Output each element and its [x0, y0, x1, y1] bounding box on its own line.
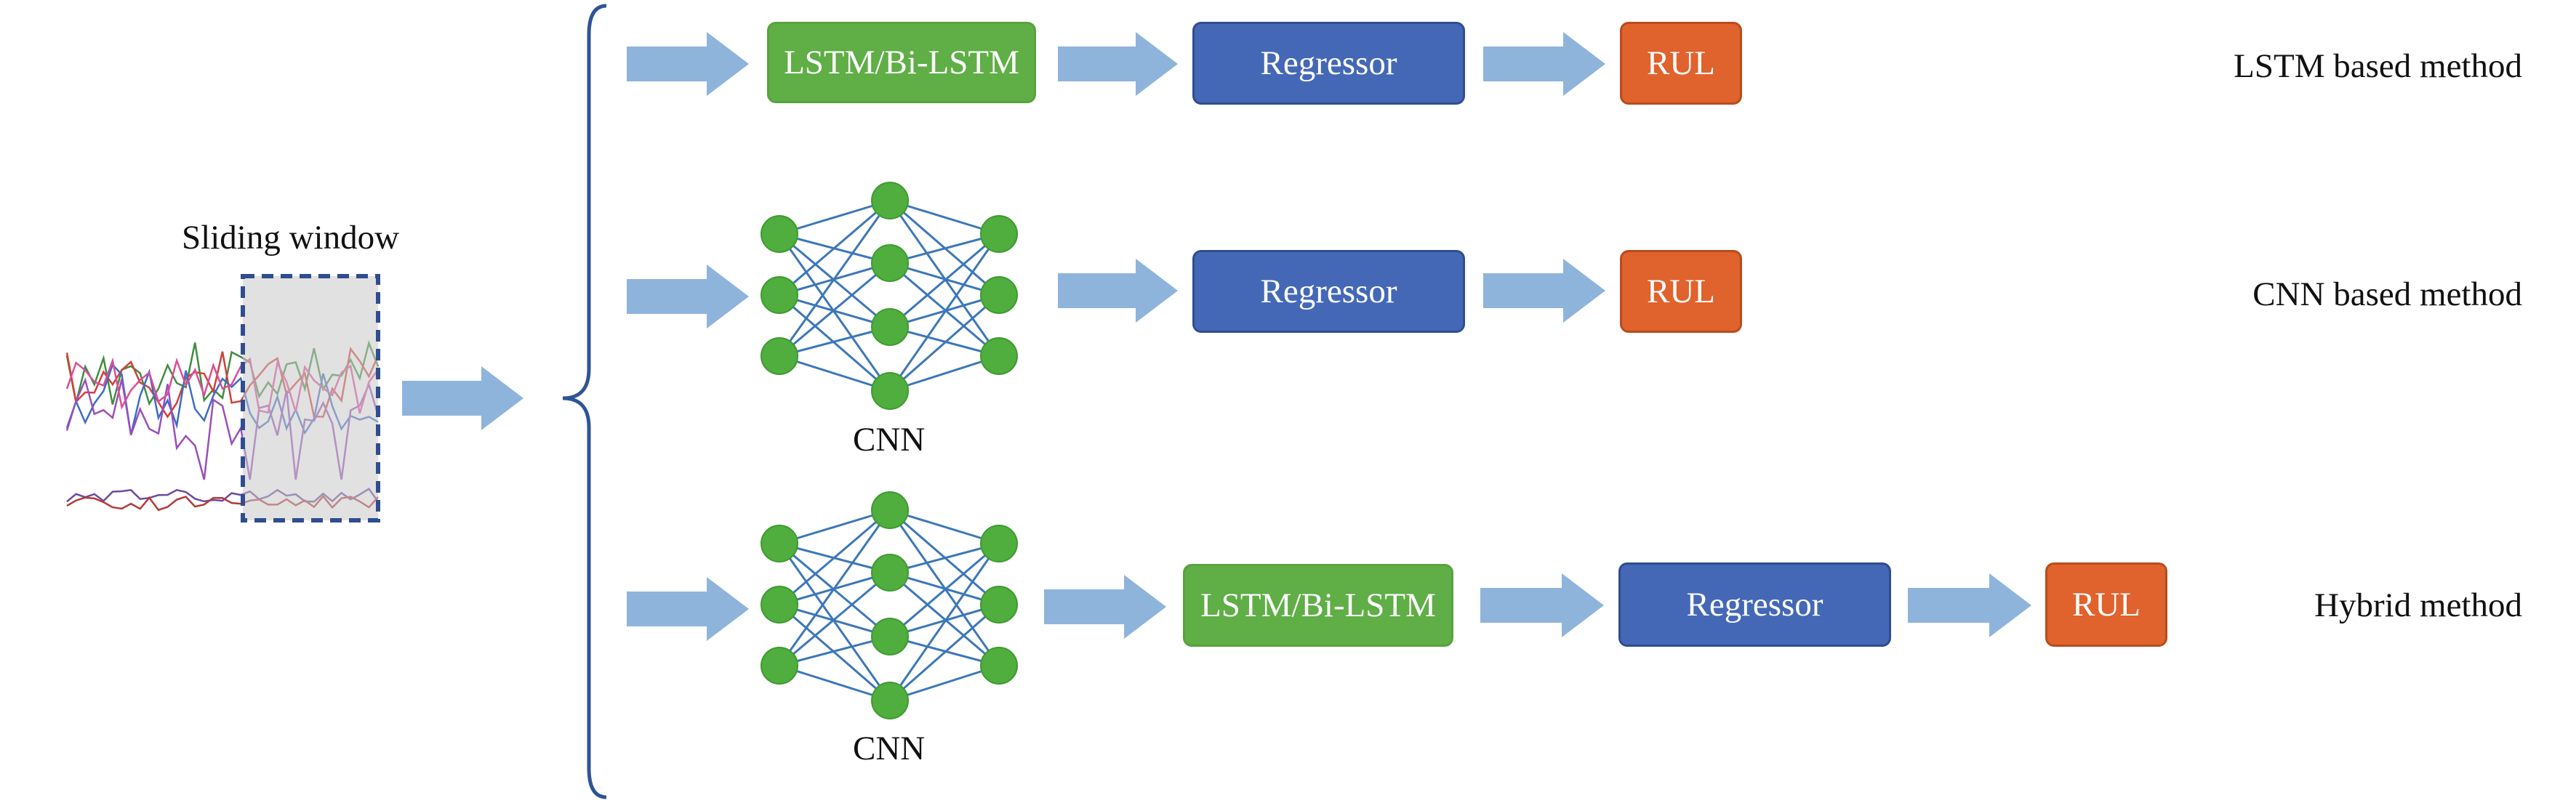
cnn-node	[871, 682, 909, 719]
cnn-node	[980, 525, 1018, 562]
row3-cnn-icon	[761, 491, 1018, 719]
cnn-node	[761, 215, 798, 253]
cnn-edge	[889, 355, 1000, 392]
cnn-edge	[779, 603, 891, 702]
sliding-window-box	[241, 274, 380, 522]
row2-method-label: CNN based method	[2252, 275, 2522, 313]
row2-cnn-icon	[761, 182, 1018, 410]
row1-arrow-in	[627, 32, 749, 96]
cnn-edge	[779, 509, 891, 545]
cnn-edge	[778, 233, 891, 392]
cnn-edge	[889, 294, 1000, 392]
cnn-node	[871, 618, 909, 655]
cnn-edge	[779, 294, 891, 328]
cnn-edge	[778, 543, 891, 701]
cnn-node	[980, 586, 1018, 624]
row2-arrow-in	[627, 265, 749, 328]
cnn-node	[871, 491, 909, 529]
sliding-window-label: Sliding window	[182, 219, 400, 257]
row3-arrow-in	[627, 577, 749, 641]
cnn-edge	[779, 326, 891, 358]
cnn-node	[761, 337, 798, 375]
cnn-edge	[779, 542, 891, 638]
cnn-edge	[779, 199, 891, 296]
row1-arrow-to-rul	[1483, 32, 1605, 96]
row2-arrow-to-regressor	[1058, 259, 1178, 323]
cnn-edge	[779, 603, 891, 638]
cnn-edge	[779, 509, 891, 606]
cnn-edge	[889, 664, 1000, 702]
cnn-node	[871, 308, 909, 346]
cnn-edge	[778, 509, 891, 666]
cnn-edge	[889, 571, 1000, 667]
cnn-edge	[889, 199, 1000, 235]
cnn-node	[980, 337, 1018, 375]
cnn-edge	[888, 543, 1000, 701]
cnn-node	[761, 586, 798, 624]
cnn-edge	[889, 509, 1000, 545]
row2-cnn-label: CNN	[853, 421, 926, 459]
row3-lstm-block: LSTM/Bi-LSTM	[1183, 564, 1453, 647]
cnn-edge	[779, 199, 891, 235]
curly-brace	[562, 4, 607, 799]
row1-regressor-block: Regressor	[1192, 22, 1465, 105]
cnn-node	[871, 554, 909, 592]
row3-arrow-to-regressor	[1480, 573, 1604, 637]
cnn-node	[980, 647, 1018, 685]
row3-arrow-to-rul	[1908, 573, 2031, 637]
cnn-node	[761, 276, 798, 314]
cnn-edge	[889, 233, 1000, 328]
input-timeseries-thumbnail	[65, 276, 380, 520]
cnn-node	[871, 182, 909, 219]
cnn-edge	[779, 262, 891, 358]
cnn-edge	[778, 200, 891, 357]
input-arrow	[402, 366, 523, 430]
row1-method-label: LSTM based method	[2234, 47, 2522, 85]
row3-arrow-to-lstm	[1044, 575, 1166, 639]
row3-rul-block: RUL	[2045, 562, 2167, 647]
cnn-node	[980, 215, 1018, 253]
row3-cnn-label: CNN	[853, 730, 926, 767]
cnn-node	[761, 525, 798, 562]
cnn-edge	[779, 664, 891, 702]
cnn-edge	[888, 233, 1000, 392]
row2-arrow-to-rul	[1483, 259, 1605, 323]
sliding-window-shade	[243, 276, 378, 520]
cnn-node	[871, 244, 909, 282]
row2-regressor-block: Regressor	[1192, 250, 1465, 333]
row2-rul-block: RUL	[1620, 250, 1742, 333]
cnn-edge	[889, 262, 1000, 296]
cnn-node	[871, 372, 909, 410]
cnn-edge	[889, 603, 1000, 702]
cnn-edge	[779, 294, 891, 392]
cnn-node	[761, 647, 798, 685]
cnn-edge	[889, 571, 1000, 606]
cnn-edge	[779, 355, 891, 392]
cnn-edge	[889, 542, 1000, 638]
cnn-edge	[779, 635, 891, 667]
row1-lstm-block: LSTM/Bi-LSTM	[767, 22, 1036, 103]
row1-rul-block: RUL	[1620, 22, 1742, 105]
row1-arrow-to-regressor	[1058, 32, 1178, 96]
cnn-edge	[779, 233, 891, 328]
cnn-edge	[889, 262, 1000, 358]
cnn-node	[980, 276, 1018, 314]
row3-regressor-block: Regressor	[1618, 562, 1891, 647]
cnn-edge	[779, 571, 891, 667]
row3-method-label: Hybrid method	[2314, 586, 2522, 624]
